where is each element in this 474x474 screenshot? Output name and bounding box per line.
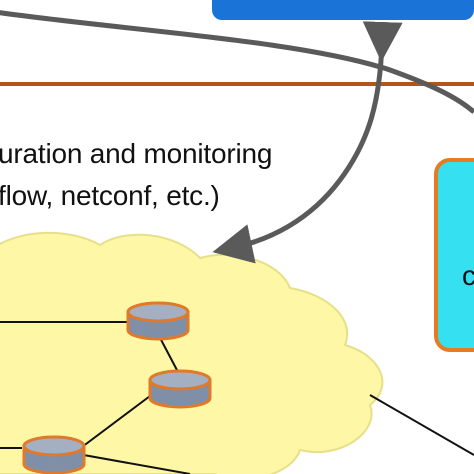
network-link: [77, 453, 191, 474]
control-path-line: [0, 10, 474, 114]
layer-separator: [0, 82, 474, 86]
protocol-label-line-1: uration and monitoring: [0, 138, 273, 169]
config-arrow: [212, 21, 403, 264]
router-node: [22, 435, 86, 474]
controller-box: [212, 0, 474, 20]
device-label-fragment: c: [462, 260, 474, 291]
network-link: [77, 395, 151, 451]
router-node: [148, 369, 212, 409]
managed-device-box: [434, 158, 474, 352]
network-cloud: [0, 231, 384, 474]
network-link: [369, 394, 474, 456]
protocol-label-line-2: flow, netconf, etc.): [0, 180, 220, 211]
router-node: [126, 301, 190, 341]
